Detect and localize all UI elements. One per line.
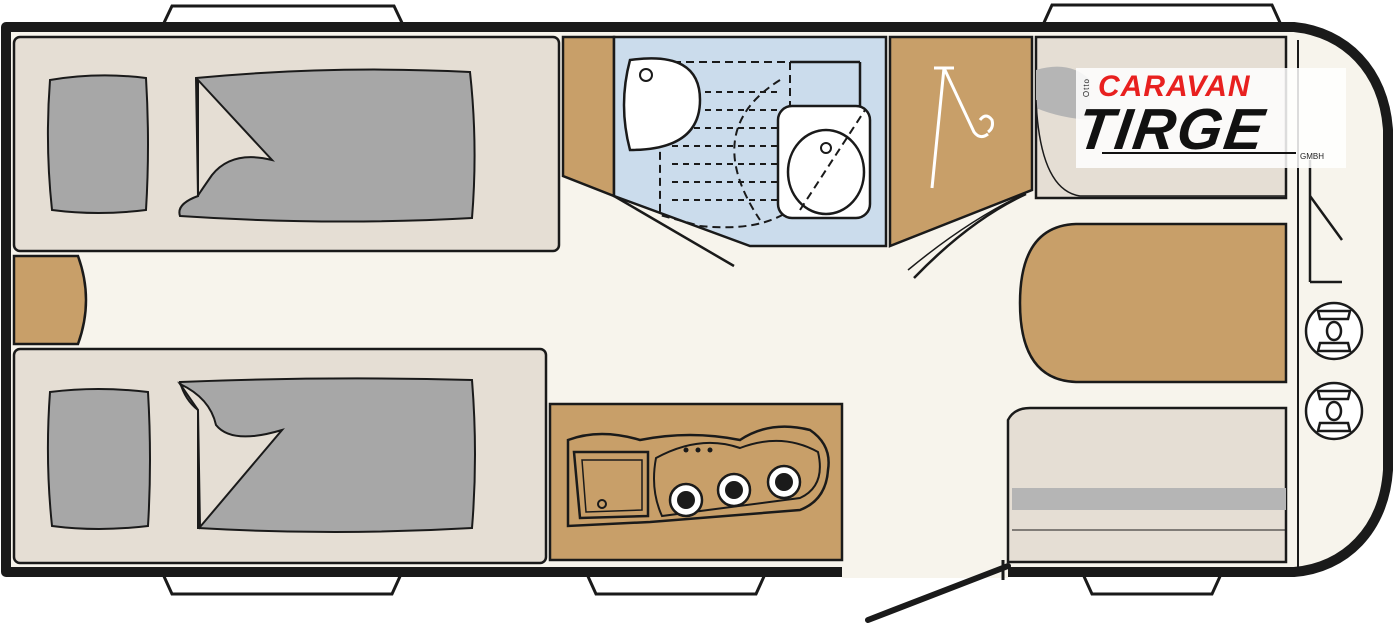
window-top-left [160, 4, 406, 28]
bathroom-door [613, 194, 735, 268]
sink [572, 450, 650, 520]
window-bottom-right [1080, 571, 1224, 596]
logo-caravan-text: CARAVAN [1098, 70, 1251, 103]
logo-backdrop [1076, 68, 1346, 168]
window-bottom-left [160, 571, 404, 596]
gas-bottle-top [1304, 301, 1364, 361]
burner-1 [668, 482, 704, 518]
pillow-top [46, 74, 149, 214]
wardrobe-door [913, 192, 1027, 279]
front-seat-bottom [1006, 406, 1288, 564]
windows-top [160, 3, 1284, 28]
single-bed-top [12, 35, 561, 253]
single-bed-bottom [12, 347, 548, 565]
dinette-table [1018, 222, 1288, 384]
burner-2 [716, 472, 752, 508]
washroom-cabinet [561, 35, 616, 198]
logo-vertical-text: Otto [1082, 78, 1091, 98]
wardrobe [888, 35, 1034, 248]
blanket-fold-bottom [177, 381, 285, 530]
toilet-bowl [786, 128, 866, 216]
logo-gmbh-text: GMBH [1300, 152, 1324, 161]
hanger-icon [930, 66, 994, 189]
burner-3 [766, 464, 802, 500]
rear-cabinet [12, 254, 88, 346]
windows-bottom [160, 571, 1224, 596]
blanket-bottom [178, 377, 476, 533]
window-top-right [1040, 3, 1284, 28]
blanket-top [178, 68, 476, 223]
blanket-fold-top [196, 77, 276, 198]
window-bottom-mid [584, 571, 768, 596]
logo-tirge-text: TIRGE [1073, 97, 1270, 162]
bathroom [612, 35, 888, 248]
front-window-frame [1308, 160, 1344, 284]
gas-bottle-bottom [1304, 381, 1364, 441]
pillow-bottom [46, 388, 151, 530]
shower-drain-grid [672, 91, 780, 201]
kitchen-unit [548, 402, 844, 562]
